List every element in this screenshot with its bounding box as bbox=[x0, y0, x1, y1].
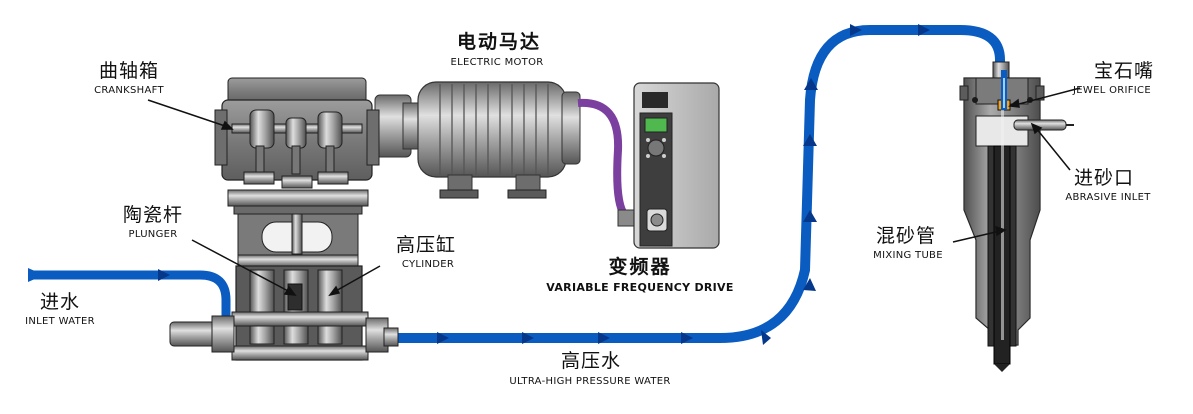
abrasive-inlet-label-zh: 进砂口 bbox=[1073, 167, 1135, 189]
variable-frequency-drive bbox=[633, 82, 720, 249]
flow-arrow-icon bbox=[158, 269, 170, 281]
flow-arrow-icon bbox=[437, 332, 449, 344]
callout-lines bbox=[147, 87, 1081, 297]
flow-arrow-icon bbox=[522, 332, 534, 344]
crankcase bbox=[214, 77, 380, 215]
flow-arrow-icon bbox=[598, 332, 610, 344]
pump-cylinders bbox=[169, 265, 399, 361]
flow-arrow-icon bbox=[803, 278, 816, 291]
inlet-pipe bbox=[28, 268, 231, 318]
flow-arrow-icon bbox=[681, 332, 693, 344]
flow-arrow-icon bbox=[850, 24, 862, 36]
electric-motor bbox=[374, 81, 581, 199]
mixing-tube-label-zh: 混砂管 bbox=[875, 225, 937, 247]
pump-frame bbox=[237, 213, 359, 268]
cylinder-label-zh: 高压缸 bbox=[395, 234, 457, 256]
jewel-orifice-label-en: JEWEL ORIFICE bbox=[1073, 85, 1151, 96]
jewel-orifice-label-zh: 宝石嘴 bbox=[1093, 60, 1155, 82]
power-cable bbox=[577, 98, 632, 222]
uhp-pipe bbox=[395, 24, 1005, 345]
mixing-tube-label-en: MIXING TUBE bbox=[873, 250, 943, 261]
cable-gland bbox=[617, 209, 637, 227]
motor-label-zh: 电动马达 bbox=[456, 31, 542, 53]
vfd-display bbox=[644, 117, 668, 133]
flow-arrow-icon bbox=[761, 330, 771, 345]
inlet-water-label-zh: 进水 bbox=[39, 291, 81, 313]
inlet-arrow-icon bbox=[28, 268, 44, 282]
cutting-head bbox=[959, 61, 1074, 372]
flow-arrow-icon bbox=[803, 210, 817, 222]
flow-arrow-icon bbox=[918, 24, 930, 36]
uhp-water-label-en: ULTRA-HIGH PRESSURE WATER bbox=[509, 376, 671, 387]
crankshaft-label-zh: 曲轴箱 bbox=[98, 60, 160, 82]
abrasive-inlet-label-en: ABRASIVE INLET bbox=[1065, 192, 1151, 203]
flow-arrow-icon bbox=[803, 134, 817, 146]
motor-label-en: ELECTRIC MOTOR bbox=[450, 57, 544, 68]
plunger-label-en: PLUNGER bbox=[128, 229, 178, 240]
flow-arrow-icon bbox=[804, 78, 818, 90]
vfd-label-zh: 变频器 bbox=[608, 256, 672, 278]
crankshaft-label-en: CRANKSHAFT bbox=[94, 85, 164, 96]
plunger-label-zh: 陶瓷杆 bbox=[122, 204, 184, 226]
uhp-water-label-zh: 高压水 bbox=[560, 350, 622, 372]
inlet-water-label-en: INLET WATER bbox=[25, 316, 95, 327]
cylinder-label-en: CYLINDER bbox=[401, 259, 455, 270]
vfd-label-en: VARIABLE FREQUENCY DRIVE bbox=[546, 281, 734, 294]
